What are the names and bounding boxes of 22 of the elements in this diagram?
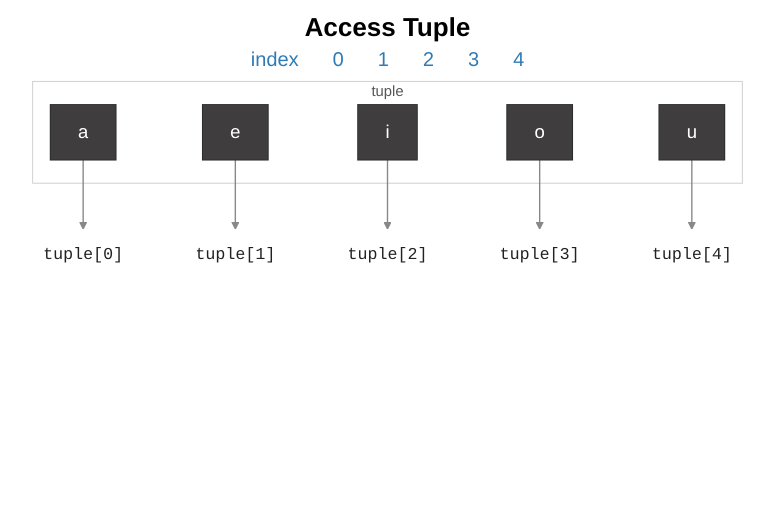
node-box: o (506, 104, 574, 161)
row-label: index (250, 49, 299, 72)
node-text: tuple[3] (500, 246, 580, 265)
index-number: 0 (332, 49, 344, 72)
node-box: a (50, 104, 117, 161)
node-box: u (658, 104, 726, 161)
node-text: tuple[2] (348, 246, 428, 265)
node-box: i (357, 104, 418, 161)
node-text: tuple[4] (652, 246, 732, 265)
index-number: 3 (468, 49, 480, 72)
arrow (383, 160, 392, 230)
index-number: 4 (513, 49, 524, 72)
node-text: tuple[0] (43, 246, 124, 265)
node-text: tuple[1] (195, 246, 276, 265)
node-box: e (202, 104, 269, 161)
arrow (231, 160, 240, 230)
arrow (536, 160, 544, 230)
arrow (79, 160, 88, 230)
arrow (688, 160, 696, 230)
diagram-title: Access Tuple (304, 12, 470, 43)
index-number: 1 (378, 49, 389, 72)
index-number: 2 (422, 49, 434, 72)
